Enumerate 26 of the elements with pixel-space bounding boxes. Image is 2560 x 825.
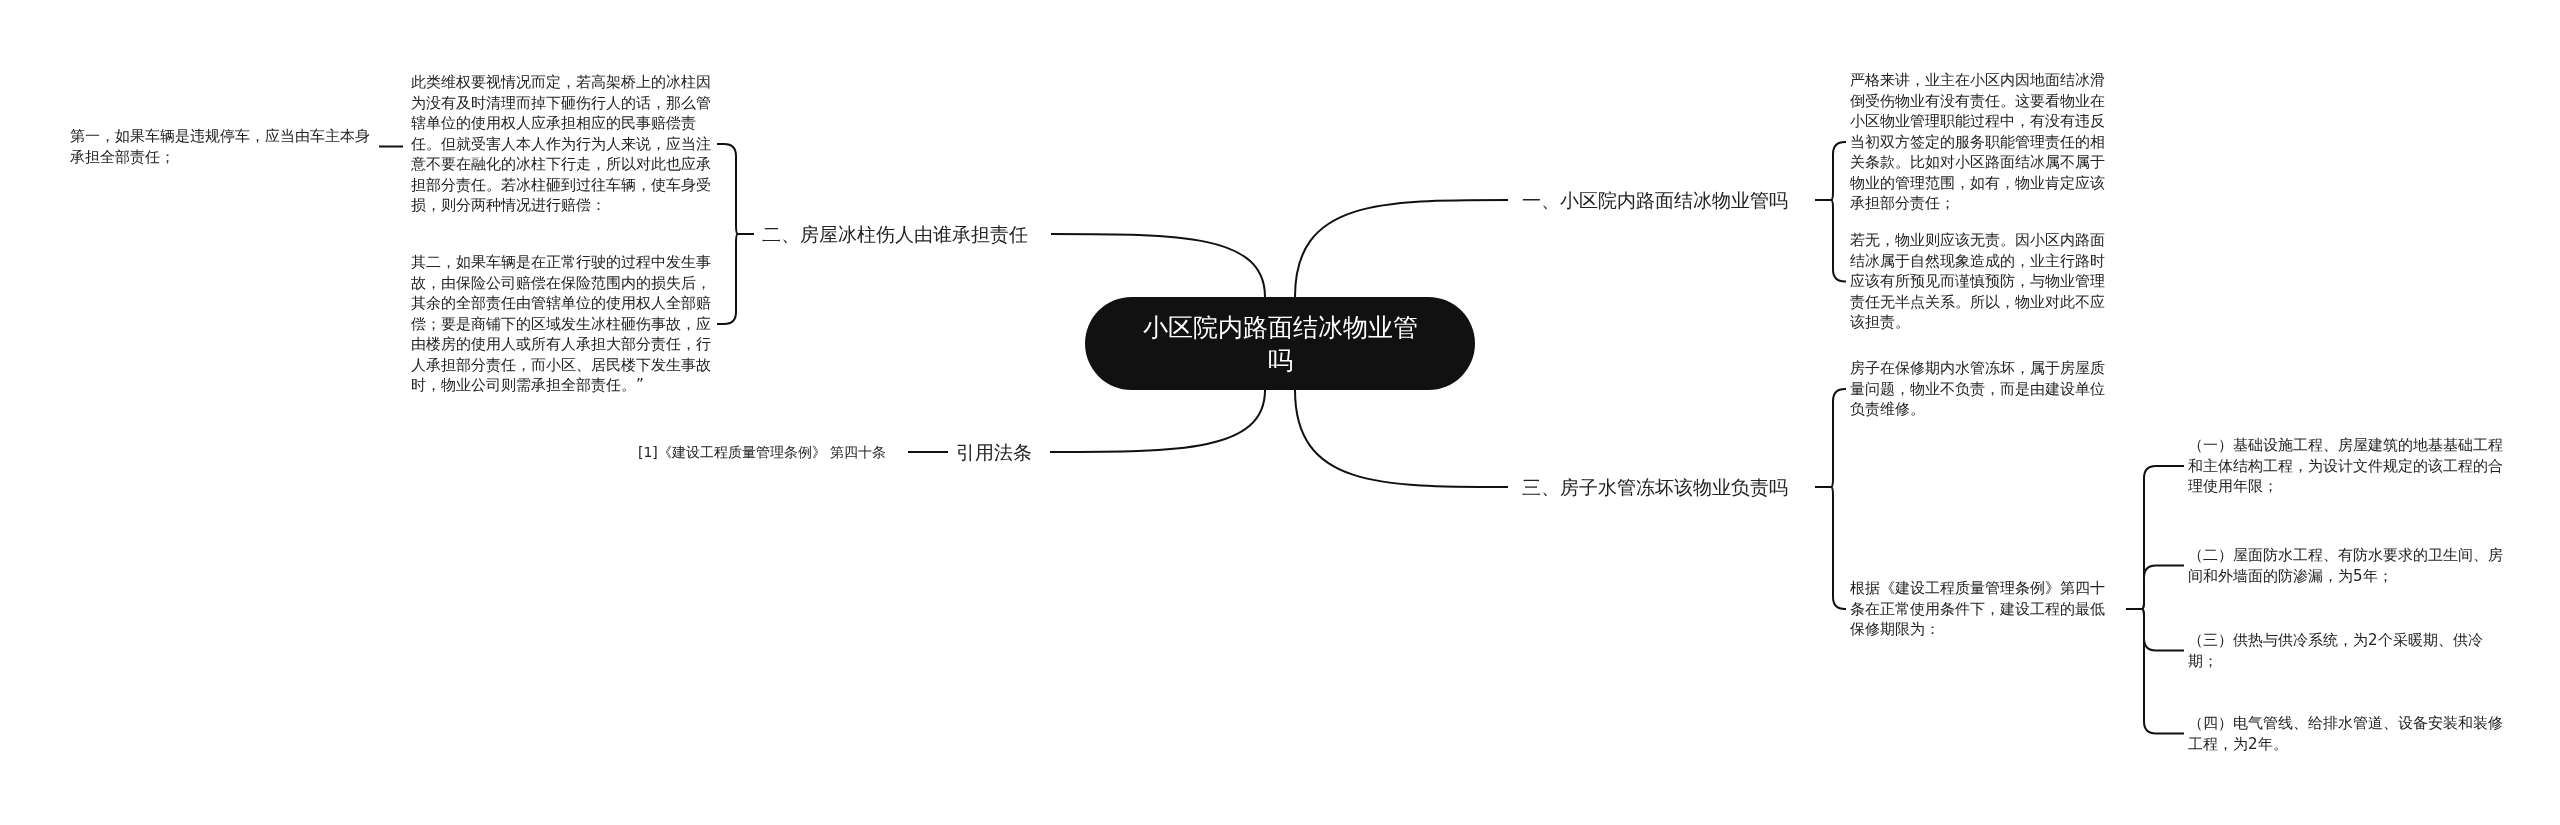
branch-line [1049,389,1266,453]
note-text: （一）基础设施工程、房屋建筑的地基基础工程和主体结构工程，为设计文件规定的该工程的合理使用年限； [2188,435,2508,497]
note-text: 若无，物业则应该无责。因小区内路面结冰属于自然现象造成的，业主行路时应该有所预见而谨慎预防，与物业管理责任无半点关系。所以，物业对此不应该担责。 [1850,230,2118,333]
bracket-line [378,145,404,148]
note-text: 房子在保修期内水管冻坏，属于房屋质量问题，物业不负责，而是由建设单位负责维修。 [1850,358,2118,420]
bracket-line [907,451,949,453]
branch-topic: 三、房子水管冻坏该物业负责吗 [1522,474,1807,500]
note-text: （四）电气管线、给排水管道、设备安装和装修工程，为2年。 [2188,713,2508,754]
bracket-line [2125,608,2185,735]
branch-line [1294,199,1509,298]
branch-line [1294,389,1509,488]
note-text: （二）屋面防水工程、有防水要求的卫生间、房间和外墙面的防渗漏，为5年； [2188,545,2508,586]
note-text: 第一，如果车辆是违规停车，应当由车主本身承担全部责任； [70,126,375,167]
citation-text: [1]《建设工程质量管理条例》 第四十条 [638,442,904,462]
central-topic: 小区院内路面结冰物业管吗 [1085,297,1475,390]
bracket-line [1814,199,1847,283]
branch-topic: 一、小区院内路面结冰物业管吗 [1522,187,1807,213]
note-text: （三）供热与供冷系统，为2个采暖期、供冷期； [2188,630,2508,671]
branch-topic: 引用法条 [956,439,1036,465]
note-text: 此类维权要视情况而定，若高架桥上的冰柱因为没有及时清理而掉下砸伤行人的话，那么管辖单位的使用权人应承担相应的民事赔偿责任。但就受害人本人作为行为人来说，应当注意不要在融化的冰柱下行走，所以对此也应承担部分责任。若冰柱砸到过往车辆，使车身受损，则分两种情况进行赔偿： [411,72,713,216]
bracket-line [1814,486,1847,610]
note-text: 严格来讲，业主在小区内因地面结冰滑倒受伤物业有没有责任。这要看物业在小区物业管理职能过程中，有没有违反当初双方签定的服务职能管理责任的相关条款。比如对小区路面结冰属不属于物业的管理范围，如有，物业肯定应该承担部分责任； [1850,70,2118,214]
branch-line [1050,233,1266,298]
note-text: 其二，如果车辆是在正常行驶的过程中发生事故，由保险公司赔偿在保险范围内的损失后，其余的全部责任由管辖单位的使用权人全部赔偿；要是商铺下的区域发生冰柱砸伤事故，应由楼房的使用人或所有人承担大部分责任，行人承担部分责任，而小区、居民楼下发生事故时，物业公司则需承担全部责任。” [411,252,713,396]
branch-topic: 二、房屋冰柱伤人由谁承担责任 [762,221,1037,247]
note-text: 根据《建设工程质量管理条例》第四十条在正常使用条件下，建设工程的最低保修期限为： [1850,578,2118,640]
